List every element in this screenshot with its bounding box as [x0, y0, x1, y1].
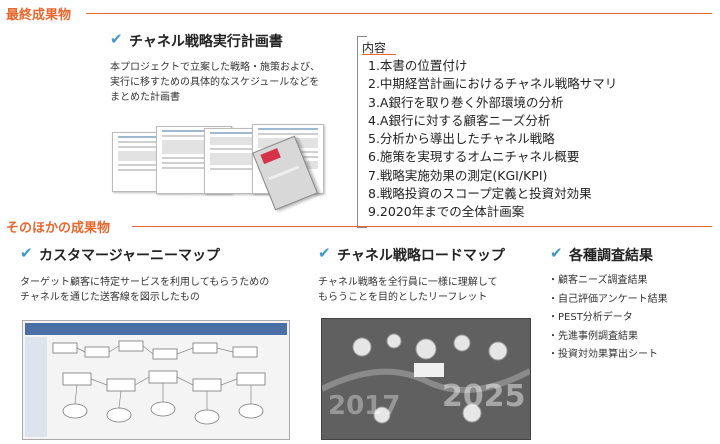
roadmap-graphic: [322, 319, 530, 439]
contents-label: 内容: [362, 41, 387, 55]
list-item: ・投資対効果算出シート: [548, 349, 658, 361]
list-item: ・PEST分析データ: [548, 312, 633, 324]
roadmap-title: チャネル戦略ロードマップ: [337, 248, 505, 264]
list-item: 7.戦略実施効果の測定(KGI/KPI): [368, 167, 548, 183]
list-item: 8.戦略投資のスコープ定義と投資対効果: [368, 186, 592, 202]
journey-map-description: ターゲット顧客に特定サービスを利用してもらうための チャネルを通じた送客線を図示…: [20, 277, 270, 303]
survey-results-title: 各種調査結果: [569, 248, 653, 264]
list-item: ・先進事例調査結果: [548, 330, 638, 342]
binder-tab: [260, 148, 281, 165]
check-icon: ✔: [550, 244, 563, 262]
list-item: ・自己評価アンケート結果: [548, 293, 668, 305]
section-title-other: そのほかの成果物: [6, 221, 111, 236]
document-thumbnail-group: [112, 122, 352, 211]
roadmap-year-end: 2025: [442, 379, 526, 414]
main-deliverable-description: 本プロジェクトで立案した戦略・施策および、 実行に移すための具体的なスケジュール…: [110, 62, 320, 103]
survey-results-list: ・顧客ニーズ調査結果 ・自己評価アンケート結果 ・PEST分析データ ・先進事例…: [548, 272, 668, 365]
journey-map-diagram: [25, 323, 287, 437]
roadmap-description: チャネル戦略を全行員に一様に理解して もらうことを目的としたリーフレット: [318, 277, 498, 303]
journey-map-title: カスタマージャーニーマップ: [39, 248, 221, 264]
check-icon: ✔: [318, 244, 331, 262]
contents-bracket: [357, 36, 367, 228]
check-icon: ✔: [110, 30, 123, 48]
list-item: 9.2020年までの全体計画案: [368, 204, 525, 220]
list-item: ・顧客ニーズ調査結果: [548, 275, 648, 286]
list-item: 6.施策を実現するオムニチャネル概要: [368, 149, 580, 165]
contents-list: 1.本書の位置付け 2.中期経営計画におけるチャネル戦略サマリ 3.A銀行を取り…: [368, 57, 617, 222]
section-divider-other: [132, 226, 712, 227]
roadmap-thumbnail: 2017 2025: [321, 318, 531, 440]
journey-map-thumbnail: [22, 320, 290, 440]
section-title-final: 最終成果物: [6, 8, 72, 23]
main-deliverable-title: チャネル戦略実行計画書: [129, 34, 283, 50]
list-item: 5.分析から導出したチャネル戦略: [368, 131, 555, 147]
contents-label-underline: [362, 54, 396, 55]
list-item: 2.中期経営計画におけるチャネル戦略サマリ: [368, 76, 618, 92]
roadmap-year-start: 2017: [328, 391, 401, 421]
list-item: 3.A銀行を取り巻く外部環境の分析: [368, 94, 564, 110]
section-divider-final: [86, 13, 712, 14]
check-icon: ✔: [20, 244, 33, 262]
list-item: 1.本書の位置付け: [368, 58, 468, 73]
list-item: 4.A銀行に対する顧客ニーズ分析: [368, 112, 551, 128]
